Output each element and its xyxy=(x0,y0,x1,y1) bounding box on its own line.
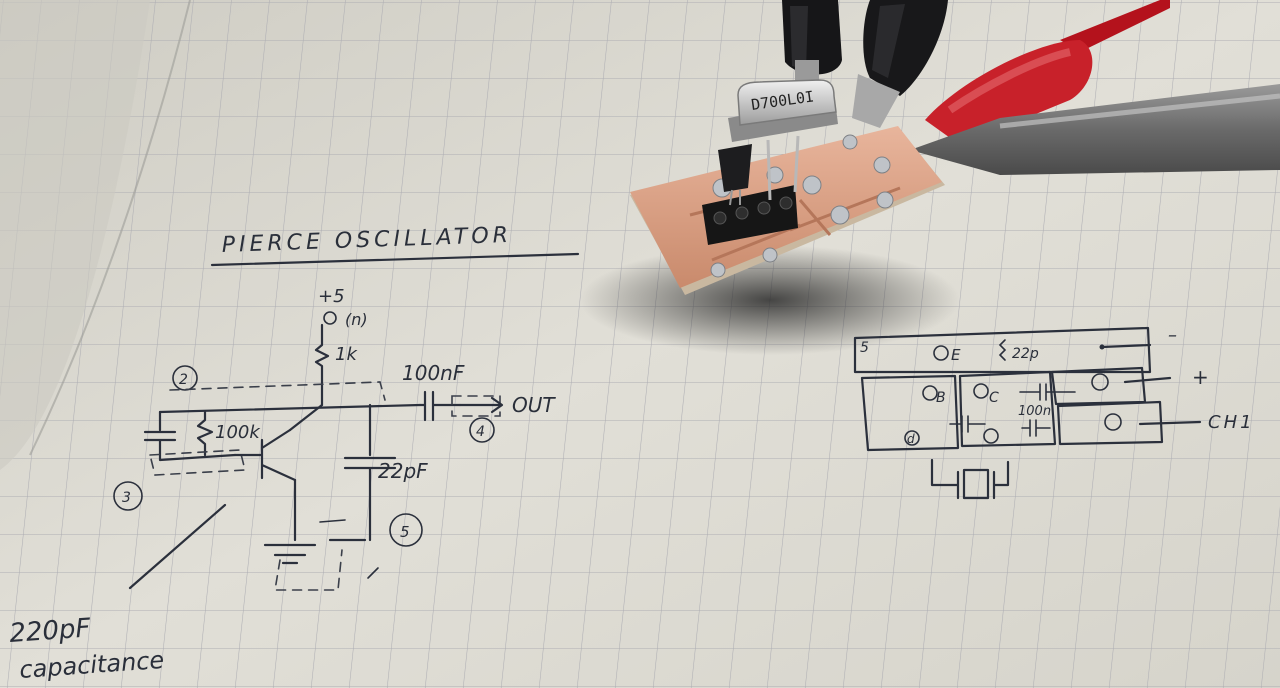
layout-ch1: CH1 xyxy=(1208,412,1255,433)
test-leads xyxy=(782,0,1280,175)
out-label: OUT xyxy=(512,393,556,417)
layout-num-5: 5 xyxy=(860,340,869,356)
supply-label: +5 xyxy=(318,286,345,307)
node-4-label: 4 xyxy=(476,424,485,440)
layout-pin-e: E xyxy=(951,346,961,364)
note-line-1: 220pF xyxy=(8,613,92,649)
layout-pin-b: B xyxy=(936,390,946,406)
cap-100nf-label: 100nF xyxy=(402,361,465,385)
node-3-label: 3 xyxy=(122,490,131,506)
layout-cap-100n: 100n xyxy=(1018,404,1051,419)
layout-pin-d: d xyxy=(907,432,915,446)
layout-plus: + xyxy=(1192,365,1209,389)
cap-22pf-label: 22pF xyxy=(378,459,428,483)
resistor-100k-label: 100k xyxy=(215,422,261,443)
layout-pin-c: C xyxy=(989,390,999,406)
layout-cap-22p: 22p xyxy=(1012,346,1039,362)
supply-pin-label: (n) xyxy=(345,310,368,329)
node-2-label: 2 xyxy=(179,372,188,388)
layout-minus: – xyxy=(1168,325,1177,346)
pierce-schematic: +5 (n) 1k 100nF OUT 4 2 100k 3 22pF xyxy=(113,286,556,591)
pcb-layout-sketch: 5 E 22p – B C + CH1 d 100n xyxy=(853,325,1255,500)
pcb-board: D700L0I xyxy=(630,79,945,295)
resistor-1k-label: 1k xyxy=(335,344,358,365)
node-5-label: 5 xyxy=(400,523,410,541)
